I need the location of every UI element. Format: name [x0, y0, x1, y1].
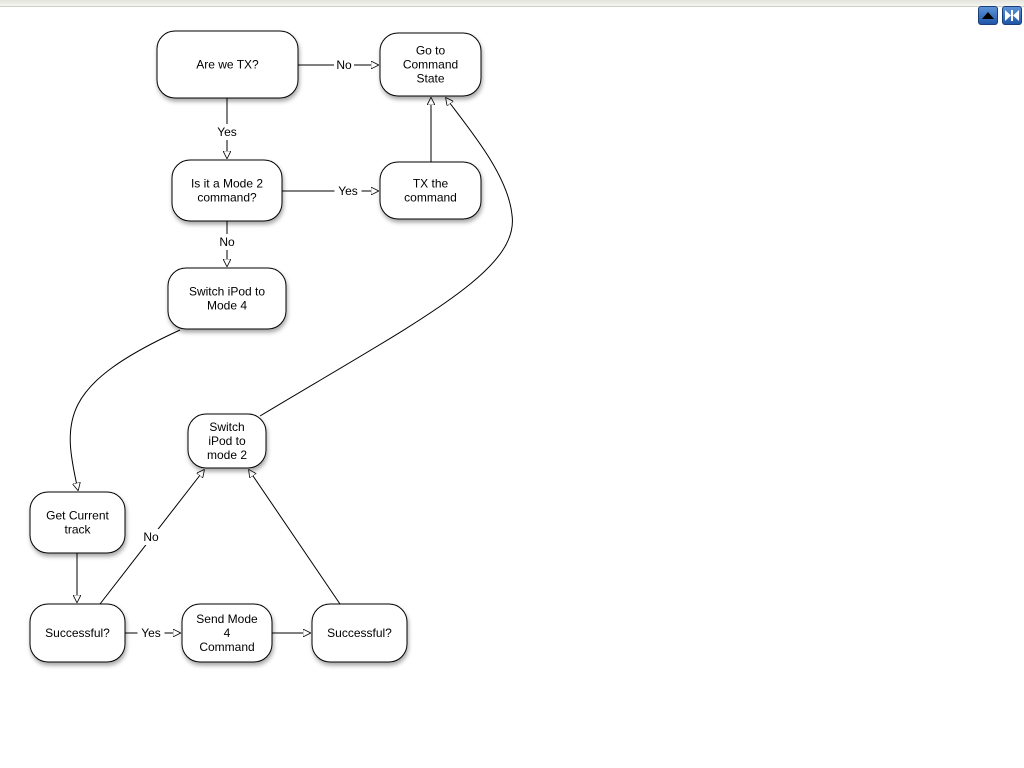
svg-text:No: No: [336, 58, 352, 72]
node-goto-text: Command: [403, 58, 458, 72]
node-tx-text: Are we TX?: [196, 58, 259, 72]
edge-label-mode2q-to-txcmd: Yes: [334, 183, 362, 199]
svg-text:Yes: Yes: [338, 184, 358, 198]
up-button[interactable]: [978, 6, 998, 25]
svg-text:Yes: Yes: [141, 626, 161, 640]
node-send4-text: Command: [199, 640, 254, 654]
node-sw2-text: iPod to: [208, 434, 246, 448]
viewer-top-bar: [0, 0, 1024, 7]
svg-text:No: No: [143, 530, 159, 544]
node-track-text: Get Current: [46, 509, 109, 523]
connector-sw4-to-track: [69, 329, 181, 490]
node-sw4-text: Mode 4: [207, 299, 247, 313]
edge-label-succ1-to-sw2: No: [141, 529, 161, 545]
node-goto-text: Go to: [416, 44, 446, 58]
exit-button[interactable]: [1002, 6, 1022, 25]
edge-label-tx-to-goto: No: [334, 57, 354, 73]
node-succ2: Successful?: [311, 603, 408, 663]
exit-arrows-icon: [1005, 10, 1019, 21]
node-succ1-text: Successful?: [45, 626, 110, 640]
node-send4-text: Send Mode: [196, 612, 258, 626]
connector-sw2-to-goto: [259, 98, 513, 417]
node-txcmd-text: command: [404, 191, 457, 205]
node-send4-text: 4: [224, 626, 231, 640]
node-sw4-text: Switch iPod to: [189, 285, 265, 299]
node-goto-text: State: [416, 72, 444, 86]
node-succ1: Successful?: [29, 603, 126, 663]
node-sw2-text: Switch: [209, 420, 244, 434]
up-triangle-icon: [982, 12, 994, 19]
node-mode2q-text: command?: [197, 191, 257, 205]
node-track-text: track: [64, 523, 91, 537]
node-succ2-text: Successful?: [327, 626, 392, 640]
node-txcmd-text: TX the: [413, 177, 449, 191]
connector-succ2-to-sw2: [249, 470, 341, 605]
svg-text:Yes: Yes: [217, 125, 237, 139]
svg-text:No: No: [219, 235, 235, 249]
edge-label-succ1-to-send4: Yes: [137, 625, 165, 641]
edge-label-tx-to-mode2q: Yes: [213, 124, 241, 140]
edge-label-mode2q-to-sw4: No: [217, 234, 237, 250]
node-tx: Are we TX?: [156, 30, 299, 99]
node-sw2-text: mode 2: [207, 448, 247, 462]
node-mode2q-text: Is it a Mode 2: [191, 177, 263, 191]
